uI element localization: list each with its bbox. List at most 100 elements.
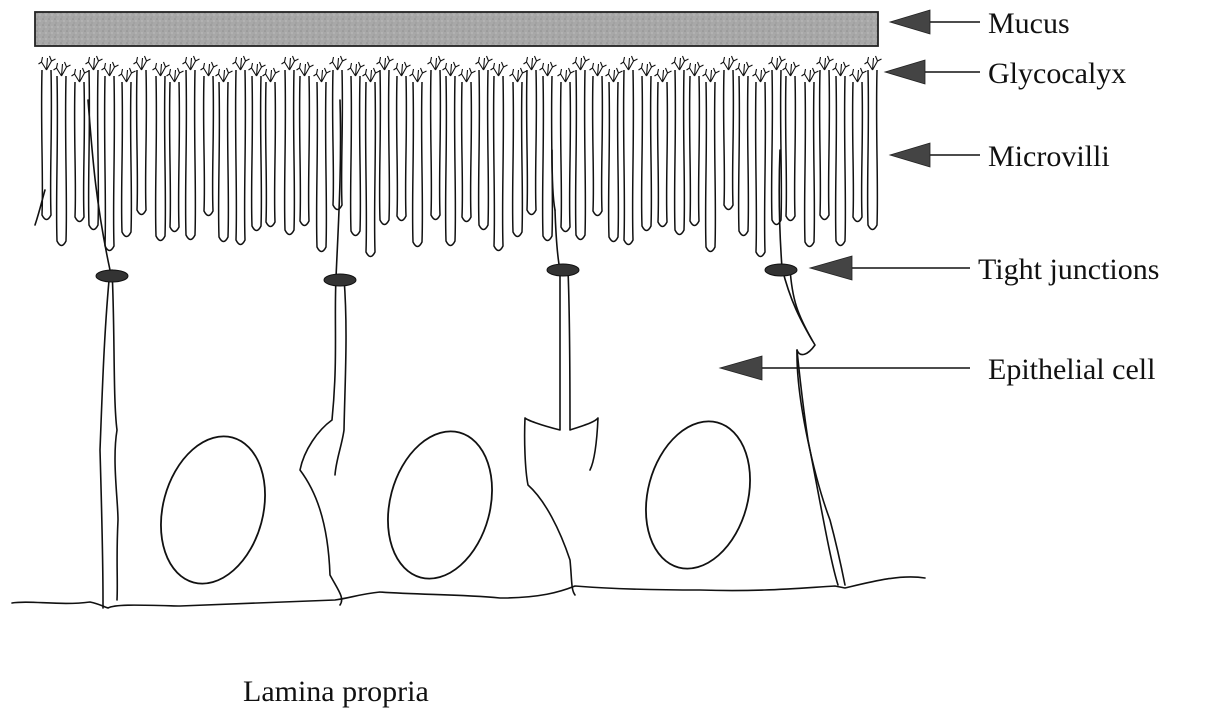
epithelial-cell-label: Epithelial cell [988,353,1155,386]
microvillus [446,76,456,246]
microvillus [609,82,619,242]
glycocalyx-tuft [102,62,119,76]
glycocalyx-tuft [639,62,656,76]
tight-junctions-arrow [810,256,970,280]
glycocalyx-tuft [39,56,56,70]
glycocalyx-tuft [802,68,819,82]
microvillus [724,70,734,210]
microvillus [690,76,700,226]
glycocalyx-tuft [753,68,770,82]
tight-junction [96,270,128,282]
microvillus [285,70,295,235]
mucus-layer [35,12,878,46]
glycocalyx-tuft [817,56,834,70]
microvillus [706,82,716,252]
tight-junction [547,264,579,276]
microvillus [431,70,441,220]
microvillus [236,70,246,245]
lamina-propria-label: Lamina propria [243,675,429,708]
microvillus [75,82,85,222]
microvillus [366,82,376,257]
microvillus [122,82,132,237]
glycocalyx-tuft [459,68,476,82]
glycocalyx-tuft [348,62,365,76]
glycocalyx-tuft [201,62,218,76]
microvillus [786,76,796,221]
microvillus [494,76,504,251]
microvillus [170,82,180,232]
glycocalyx-tuft [491,62,508,76]
microvillus [642,76,652,231]
microvillus [186,70,196,240]
glycocalyx-tuft [134,56,151,70]
glycocalyx-arrow [885,60,980,84]
mucus-arrow [890,10,980,34]
tight-junctions-label: Tight junctions [978,253,1159,286]
glycocalyx-tuft [721,56,738,70]
glycocalyx-tuft [540,62,557,76]
microvillus [527,70,537,215]
glycocalyx-tuft [363,68,380,82]
glycocalyx-tuft [850,68,867,82]
microvillus [543,76,553,241]
glycocalyx-tuft [428,56,445,70]
glycocalyx-tuft [590,62,607,76]
glycocalyx-tuft [86,56,103,70]
microvillus [204,76,214,216]
tight-junction [324,274,356,286]
glycocalyx-tuft [249,62,266,76]
microvillus [300,76,310,226]
microvillus [413,82,423,247]
glycocalyx-tuft [558,68,575,82]
glycocalyx-tuft [621,56,638,70]
glycocalyx-tuft [865,56,882,70]
glycocalyx-tuft [672,56,689,70]
microvillus [513,82,523,237]
nucleus [630,410,765,581]
glycocalyx-tuft [510,68,527,82]
glycocalyx-tuft [736,62,753,76]
nucleus [145,425,280,596]
microvillus [89,70,99,230]
glycocalyx-tuft [410,68,427,82]
microvillus [739,76,749,236]
microvillus [317,82,327,252]
glycocalyx-tuft [233,56,250,70]
glycocalyx-tuft [687,62,704,76]
microvillus [836,76,846,246]
microvillus [252,76,262,231]
microvillus [462,82,472,222]
microvilli-layer [42,70,878,257]
microvillus [805,82,815,247]
microvillus [57,76,67,246]
glycocalyx-tuft [263,68,280,82]
glycocalyx-tuft [72,68,89,82]
microvillus [219,82,229,242]
microvilli-arrow [890,143,980,167]
microvillus [105,76,115,251]
glycocalyx-tuft [524,56,541,70]
glycocalyx-tuft [769,56,786,70]
glycocalyx-tuft [167,68,184,82]
glycocalyx-tuft [153,62,170,76]
microvillus [561,82,571,232]
microvilli-label: Microvilli [988,140,1110,173]
glycocalyx-label: Glycocalyx [988,57,1126,90]
microvillus [479,70,489,230]
tight-junction [765,264,797,276]
glycocalyx-tuft [655,68,672,82]
epithelial-cell-arrow [720,356,970,380]
glycocalyx-tuft [282,56,299,70]
glycocalyx-tuft [443,62,460,76]
glycocalyx-tuft [833,62,850,76]
microvillus [868,70,878,230]
glycocalyx-tuft [377,56,394,70]
glycocalyx-tuft [216,68,233,82]
glycocalyx-tuft [394,62,411,76]
microvillus [593,76,603,216]
glycocalyx-tuft [476,56,493,70]
nucleus [372,420,507,591]
microvillus [266,82,276,227]
microvillus [156,76,166,241]
